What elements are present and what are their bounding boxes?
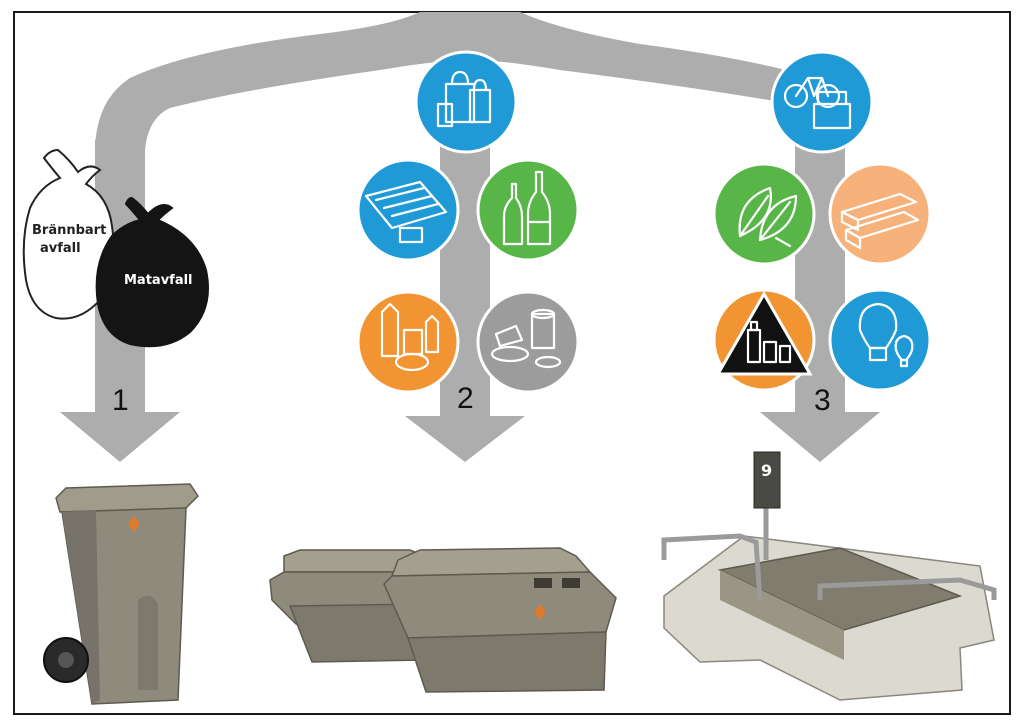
bin-side	[62, 510, 100, 704]
icon-circle	[356, 158, 460, 262]
route-number-1: 1	[112, 384, 129, 417]
container-front-top	[383, 571, 617, 639]
glass-bottles-icon	[476, 158, 580, 262]
wood-planks-icon	[828, 162, 932, 266]
container-slot-2	[562, 578, 580, 588]
station-railing-right	[817, 577, 997, 600]
route-number-3: 3	[814, 384, 831, 417]
station-sign-number: 9	[761, 461, 772, 480]
station-railing-left	[661, 533, 763, 601]
bin-wheel-hub	[58, 652, 74, 668]
plastic-packaging-icon	[356, 290, 460, 394]
icon-circle	[712, 162, 816, 266]
recycling-station: 9	[661, 451, 997, 701]
burnable-waste-bag: Brännbart avfall	[22, 148, 115, 320]
hazard-triangle	[715, 290, 813, 376]
container-front-lid	[390, 547, 592, 577]
white-bag-shape	[22, 148, 115, 320]
metal-cans-icon	[476, 290, 580, 394]
bin-logo-icon	[128, 516, 140, 532]
station-pit	[717, 547, 963, 631]
burnable-label-line1: Brännbart	[32, 223, 106, 238]
food-waste-label: Matavfall	[124, 273, 193, 288]
hazardous-waste-icon	[712, 288, 816, 392]
container-slot-1	[534, 578, 552, 588]
container-front-body	[406, 631, 607, 693]
icon-circle	[476, 290, 580, 394]
bin-lid	[55, 483, 199, 513]
recycling-containers	[269, 547, 617, 693]
black-bag-shape	[95, 196, 209, 348]
route-number-2: 2	[457, 382, 474, 415]
top-distribution-band	[95, 12, 842, 150]
station-sign	[753, 451, 781, 509]
icon-circle	[414, 50, 518, 154]
arrow-1-head	[60, 412, 180, 462]
bin-panel	[138, 595, 158, 690]
wheelie-bin	[43, 483, 199, 705]
garden-leaves-icon	[712, 162, 816, 266]
light-bulbs-icon	[828, 288, 932, 392]
arrow-3-head	[760, 412, 880, 462]
bicycle-armchair-icon	[770, 50, 874, 154]
food-waste-bag: Matavfall	[95, 196, 209, 348]
arrow-2-head	[405, 416, 525, 462]
burnable-label-line2: avfall	[40, 241, 81, 256]
container-logo-icon	[534, 604, 546, 620]
station-pit-wall	[720, 570, 844, 660]
newspapers-icon	[356, 158, 460, 262]
shopping-bags-icon	[414, 50, 518, 154]
icon-circle	[356, 290, 460, 394]
